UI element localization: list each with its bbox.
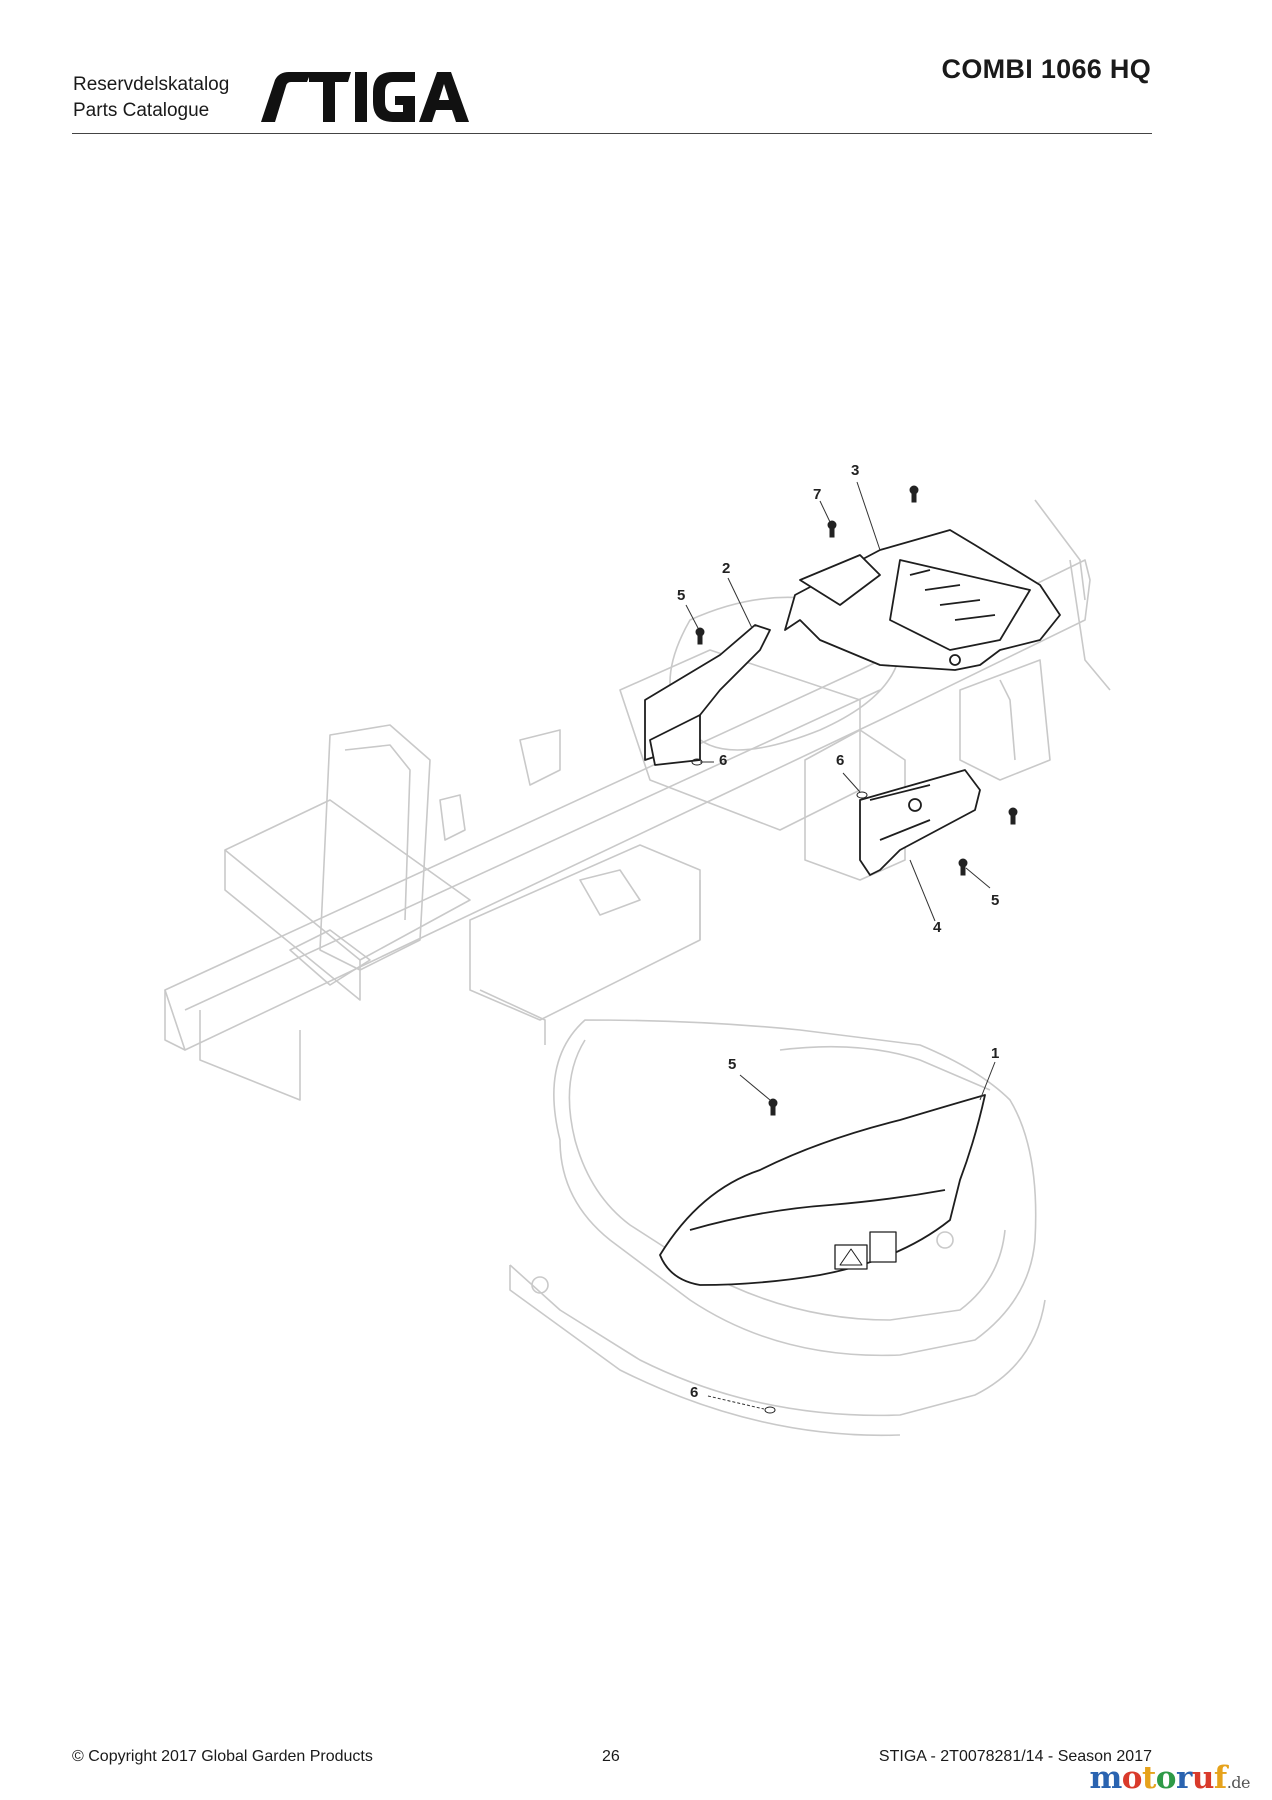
callout-part-5-deck: 5: [728, 1056, 737, 1073]
watermark-tld: .de: [1226, 1773, 1251, 1792]
document-reference: STIGA - 2T0078281/14 - Season 2017: [878, 1748, 1152, 1765]
callout-part-7: 7: [813, 486, 822, 503]
watermark-letter: o: [1121, 1760, 1143, 1796]
callout-part-3: 3: [851, 462, 860, 479]
callout-part-6-left: 6: [719, 752, 728, 769]
callout-part-5-upper: 5: [677, 587, 686, 604]
watermark-letter: t: [1141, 1760, 1156, 1796]
fasteners: [691, 485, 1018, 1414]
leader-lines: [685, 481, 996, 1410]
callout-part-1: 1: [991, 1045, 1000, 1062]
callout-part-4: 4: [933, 919, 942, 936]
catalog-label-english: Parts Catalogue: [73, 100, 210, 121]
watermark-letter: u: [1191, 1760, 1215, 1796]
callout-part-2: 2: [722, 560, 731, 577]
copyright-notice: © Copyright 2017 Global Garden Products: [72, 1748, 373, 1765]
callout-part-6-right: 6: [836, 752, 845, 769]
highlighted-parts: [644, 529, 1061, 1286]
motoruf-watermark: motoruf.de: [1089, 1760, 1250, 1796]
stiga-logo: [261, 72, 469, 122]
watermark-letter: f: [1213, 1760, 1227, 1796]
model-title: COMBI 1066 HQ: [941, 54, 1151, 84]
callout-part-6-deck: 6: [690, 1384, 699, 1401]
callout-part-5-right: 5: [991, 892, 1000, 909]
page-number: 26: [602, 1748, 620, 1765]
watermark-letter: o: [1155, 1760, 1177, 1796]
catalog-label-swedish: Reservdelskatalog: [73, 74, 230, 95]
watermark-letter: m: [1089, 1760, 1122, 1796]
header-divider: [72, 133, 1152, 134]
watermark-letter: r: [1175, 1760, 1192, 1796]
